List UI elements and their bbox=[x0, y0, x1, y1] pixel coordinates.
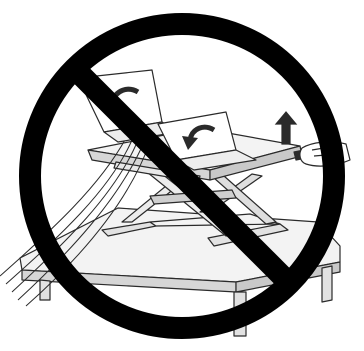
lift-indicator bbox=[276, 112, 296, 144]
table-leg-front-left bbox=[40, 280, 50, 300]
table-leg-back-right bbox=[322, 266, 332, 302]
up-arrow-icon bbox=[276, 112, 296, 144]
